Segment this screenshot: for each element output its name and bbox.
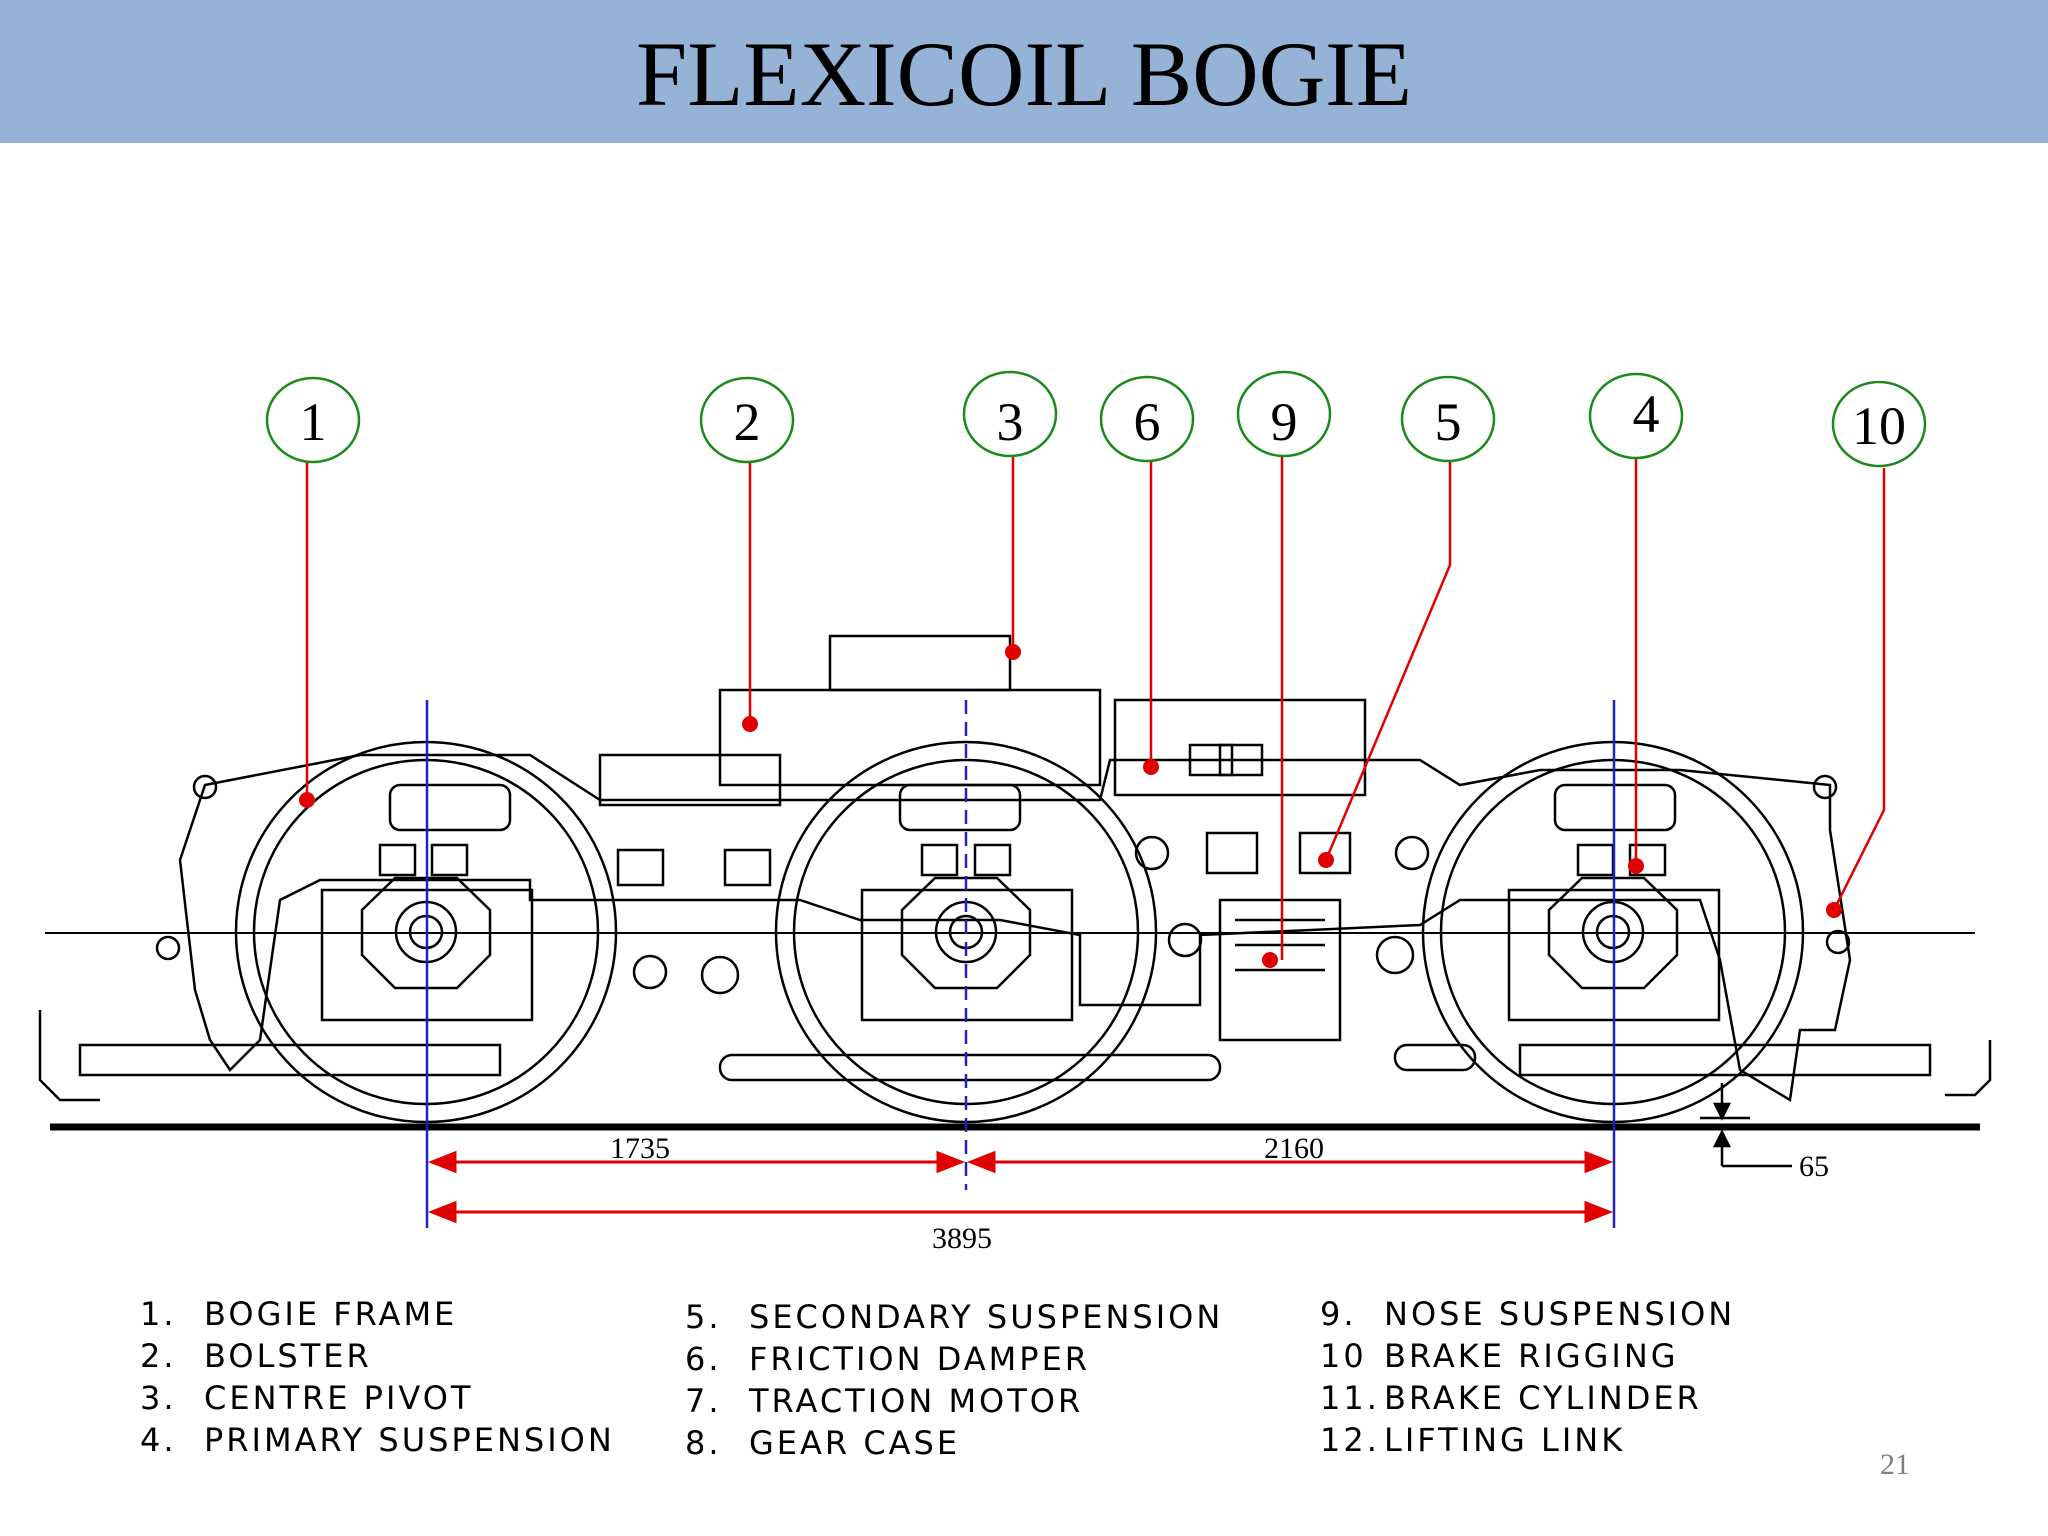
legend-item: 11.BRAKE CYLINDER	[1320, 1379, 1702, 1417]
legend-item: 1.BOGIE FRAME	[140, 1295, 458, 1333]
legend-item: 8.GEAR CASE	[685, 1424, 961, 1462]
secondary-suspension-housing	[1113, 698, 1367, 797]
callout-1-label: 1	[300, 392, 327, 452]
legend-item: 12.LIFTING LINK	[1320, 1421, 1626, 1459]
dimension-lines	[427, 1150, 1614, 1224]
legend-item: 2.BOLSTER	[140, 1337, 372, 1375]
dim-1735-label: 1735	[610, 1132, 670, 1165]
dim-65-label: 65	[1799, 1150, 1829, 1183]
callout-3-label: 3	[997, 392, 1024, 452]
callout-3-ring	[962, 370, 1058, 458]
title-band	[0, 0, 2048, 143]
nose-suspension-block	[1218, 898, 1342, 1042]
legend-item: 5.SECONDARY SUSPENSION	[685, 1298, 1224, 1336]
axlebox-right	[1547, 876, 1679, 990]
page-title: FLEXICOIL BOGIE	[636, 23, 1412, 125]
page-number: 21	[1880, 1448, 1910, 1481]
bogie-frame-outline	[178, 753, 1852, 1103]
spring-pack-left	[378, 843, 469, 877]
spring-pack-right	[1576, 843, 1667, 877]
axlebox-left	[360, 876, 492, 990]
spring-pack-centre	[920, 843, 1012, 877]
callout-4-label: 4	[1633, 384, 1660, 444]
callout-5-ring	[1400, 375, 1496, 463]
callout-leaders	[305, 440, 1886, 960]
legend-column-1: 1.BOGIE FRAME 2.BOLSTER 3.CENTRE PIVOT 4…	[140, 1295, 615, 1463]
callout-5-label: 5	[1435, 392, 1462, 452]
callout-6-ring	[1099, 375, 1195, 463]
bogie-drawing	[38, 634, 1992, 1131]
callout-4-ring	[1588, 372, 1684, 460]
dim-2160-label: 2160	[1264, 1132, 1324, 1165]
axle-centrelines	[425, 700, 1616, 1228]
callout-2-ring	[699, 376, 795, 464]
axlebox-centre	[900, 876, 1032, 990]
brake-rigging-right	[1518, 1040, 1992, 1097]
bolster-block	[718, 688, 1102, 787]
legend-item: 7.TRACTION MOTOR	[685, 1382, 1084, 1420]
clearance-marker	[1700, 1083, 1792, 1168]
legend-item: 3.CENTRE PIVOT	[140, 1379, 474, 1417]
dim-3895-label: 3895	[932, 1222, 992, 1255]
callout-10-ring	[1831, 380, 1927, 468]
callout-9-label: 9	[1271, 392, 1298, 452]
callout-2-label: 2	[734, 392, 761, 452]
brake-rigging-left	[38, 1010, 502, 1102]
legend-item: 9.NOSE SUSPENSION	[1320, 1295, 1736, 1333]
callout-dots	[299, 644, 1842, 968]
callout-circles	[265, 370, 1927, 468]
callout-6-label: 6	[1134, 392, 1161, 452]
legend-item: 6.FRICTION DAMPER	[685, 1340, 1091, 1378]
legend-item: 4.PRIMARY SUSPENSION	[140, 1421, 615, 1459]
callout-10-label: 10	[1852, 396, 1906, 456]
callout-9-ring	[1236, 370, 1332, 458]
legend-column-2: 5.SECONDARY SUSPENSION 6.FRICTION DAMPER…	[685, 1298, 1223, 1466]
centre-pivot-block	[828, 634, 1012, 692]
callout-1-ring	[265, 376, 361, 464]
